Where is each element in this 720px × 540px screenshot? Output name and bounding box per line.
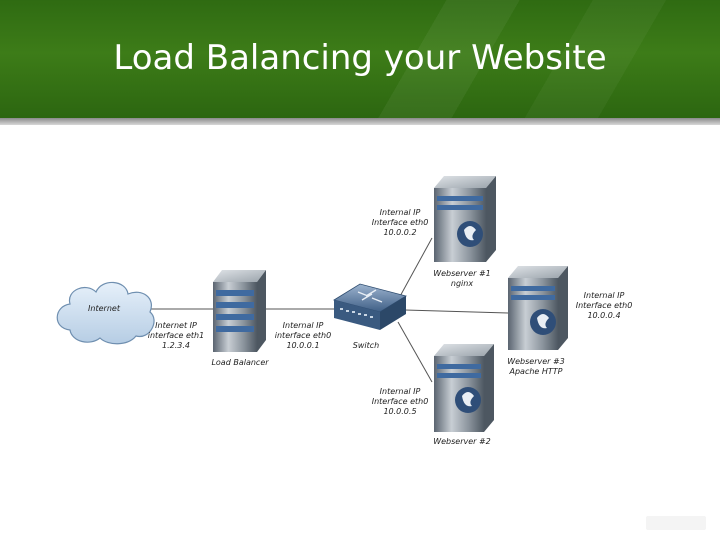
webserver1-software: nginx	[451, 279, 473, 288]
connection-lines	[150, 237, 509, 383]
switch-label: Switch	[353, 341, 379, 350]
banner-texture	[300, 0, 720, 118]
page-title: Load Balancing your Website	[113, 38, 607, 78]
webserver3-icon	[508, 266, 568, 350]
lb-external-ip-label: Internet IP interface eth1 1.2.3.4	[148, 321, 204, 350]
webserver2-name: Webserver #2	[433, 437, 491, 446]
svg-text:1.2.3.4: 1.2.3.4	[162, 341, 190, 350]
svg-text:10.0.0.2: 10.0.0.2	[383, 228, 416, 237]
cloud-label: Internet	[88, 304, 121, 313]
svg-text:10.0.0.5: 10.0.0.5	[383, 407, 416, 416]
link-switch-ws1	[397, 237, 433, 301]
footer-watermark	[646, 516, 706, 530]
link-switch-ws3	[404, 309, 509, 314]
svg-text:10.0.0.4: 10.0.0.4	[587, 311, 620, 320]
svg-text:Internal IP: Internal IP	[283, 321, 324, 330]
webserver3-name: Webserver #3	[507, 357, 565, 366]
load-balancer-server-icon	[213, 270, 266, 352]
link-switch-ws2	[397, 321, 433, 383]
webserver1-name: Webserver #1	[433, 269, 491, 278]
svg-text:Internal IP: Internal IP	[380, 387, 421, 396]
banner-divider	[0, 118, 720, 125]
svg-text:Internet IP: Internet IP	[155, 321, 197, 330]
svg-text:Internal IP: Internal IP	[380, 208, 421, 217]
webserver2-ip-label: Internal IP Interface eth0 10.0.0.5	[372, 387, 429, 416]
svg-text:Interface eth0: Interface eth0	[372, 218, 429, 227]
svg-text:10.0.0.1: 10.0.0.1	[286, 341, 319, 350]
webserver3-ip-label: Internal IP Interface eth0 10.0.0.4	[576, 291, 633, 320]
internet-cloud-icon: Internet	[56, 281, 155, 345]
webserver2-icon	[434, 344, 494, 432]
svg-text:Interface eth0: Interface eth0	[372, 397, 429, 406]
load-balancer-label: Load Balancer	[211, 358, 269, 367]
switch-icon	[332, 283, 408, 330]
webserver1-ip-label: Internal IP Interface eth0 10.0.0.2	[372, 208, 429, 237]
lb-internal-ip-label: Internal IP interface eth0 10.0.0.1	[275, 321, 331, 350]
svg-text:Interface eth0: Interface eth0	[576, 301, 633, 310]
svg-text:Internal IP: Internal IP	[584, 291, 625, 300]
webserver1-icon	[434, 176, 496, 262]
title-banner	[0, 0, 720, 118]
webserver3-software: Apache HTTP	[509, 367, 563, 376]
svg-text:interface eth1: interface eth1	[148, 331, 204, 340]
svg-text:interface eth0: interface eth0	[275, 331, 331, 340]
